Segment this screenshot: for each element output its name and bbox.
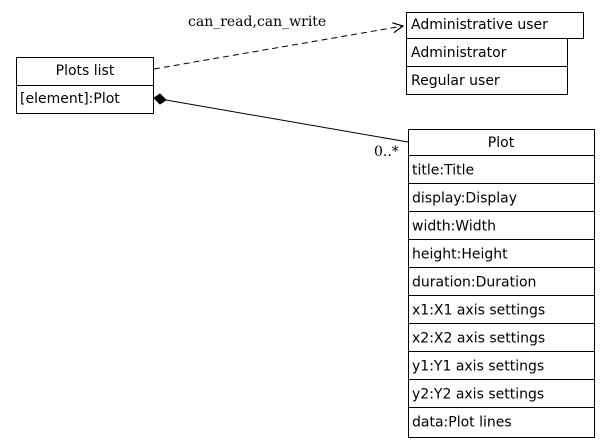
class-attribute: x2:X2 axis settings — [412, 331, 545, 347]
class-attribute: y1:Y1 axis settings — [412, 359, 544, 375]
class-attribute-list: title:Title display:Display width:Width hei… — [408, 155, 595, 431]
class-attribute: data:Plot lines — [412, 415, 512, 431]
class-attribute: title:Title — [412, 163, 474, 179]
class-attribute: width:Width — [412, 219, 496, 235]
class-attribute: duration:Duration — [412, 275, 536, 291]
class-attribute: Regular user — [411, 73, 500, 89]
class-attribute: height:Height — [412, 247, 508, 263]
composition-diamond-icon — [153, 93, 167, 105]
class-title: Administrative user — [411, 17, 548, 33]
class-title-box — [406, 12, 584, 39]
class-administrative-user: Administrative user Administrator Regula… — [406, 12, 584, 95]
composition-line — [165, 99, 409, 143]
edge-permission: can_read,can_write — [153, 14, 403, 70]
class-box — [408, 129, 595, 438]
class-plots-list: Plots list [element]:Plot — [16, 57, 154, 114]
class-attribute: y2:Y2 axis settings — [412, 387, 544, 403]
multiplicity-label: 0..* — [374, 144, 399, 160]
class-title: Plot — [488, 135, 515, 151]
permission-label: can_read,can_write — [188, 14, 326, 30]
class-attribute: x1:X1 axis settings — [412, 303, 545, 319]
class-title: Plots list — [56, 63, 115, 79]
class-attribute: Administrator — [411, 45, 507, 61]
class-attribute: [element]:Plot — [20, 91, 120, 107]
edge-composition: 0..* — [153, 93, 409, 160]
class-attribute: display:Display — [412, 191, 517, 207]
dashed-dependency-line — [153, 26, 403, 70]
class-plot: Plot title:Title display:Display width:Wid… — [408, 129, 595, 438]
